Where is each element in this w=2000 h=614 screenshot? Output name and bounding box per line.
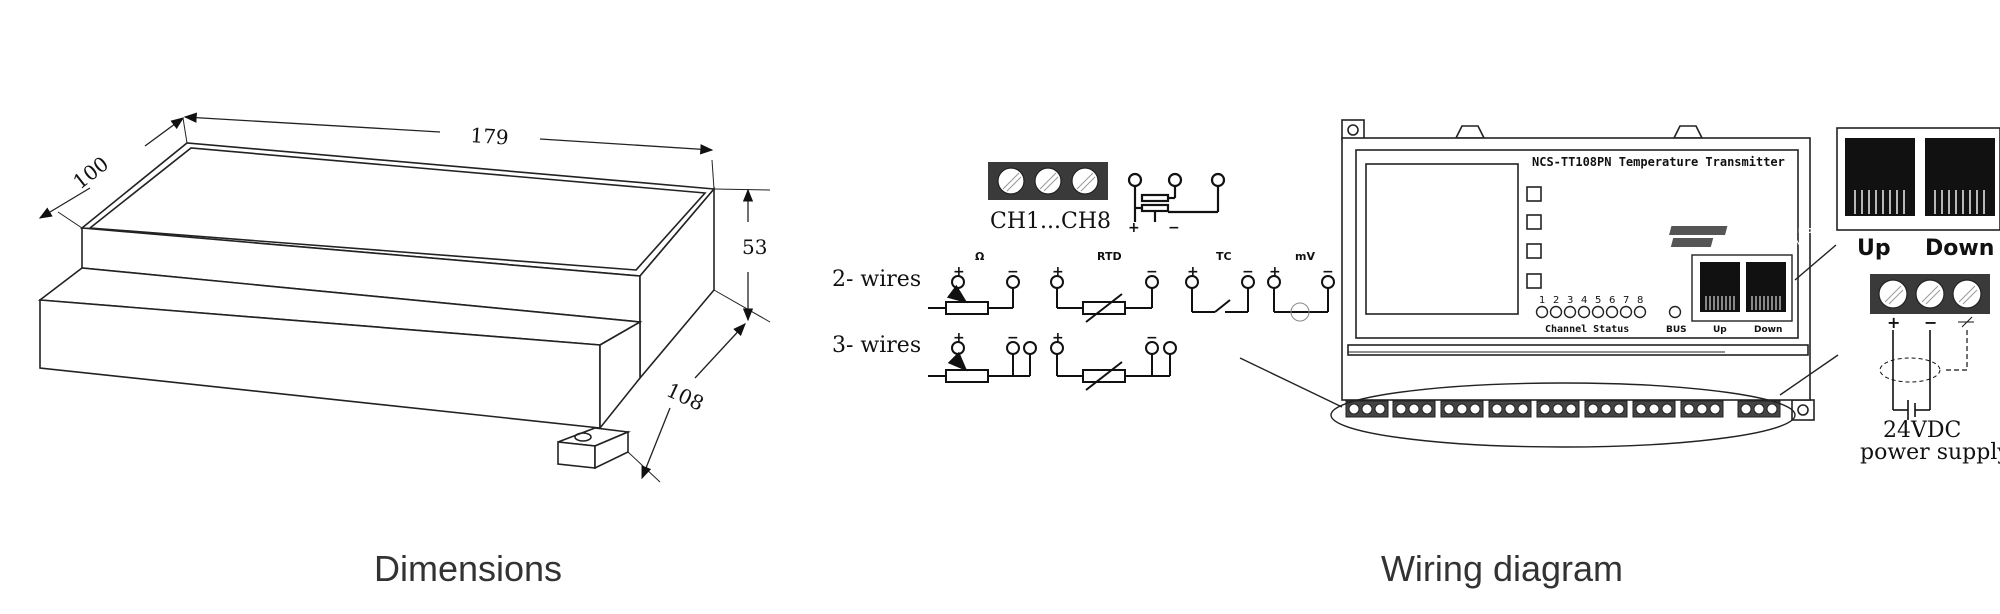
device-port-down-label: Down: [1754, 325, 1782, 335]
device-terminal-row: [1345, 400, 1781, 418]
zoom-port-down-label: Down: [1925, 236, 1994, 261]
channel-number: 3: [1567, 295, 1573, 306]
rtd3-minus: −: [1146, 330, 1158, 346]
device-port-up-label: Up: [1713, 325, 1727, 335]
mounting-tab-front: [557, 441, 596, 469]
zoom-port-up-label: Up: [1857, 236, 1891, 261]
power-terminal-block: [1870, 274, 1990, 314]
dim-width-label: 179: [470, 123, 510, 150]
power-supply-voltage: 24VDC: [1883, 418, 1961, 443]
two-wires-label: 2- wires: [832, 267, 921, 292]
rtd-minus: −: [1146, 264, 1158, 280]
device-port-down: [1746, 262, 1786, 312]
channel-terminal: [1584, 400, 1628, 418]
mv-plus: +: [1269, 264, 1281, 280]
channel-status-leds: [1535, 305, 1682, 319]
channel-number-labels: 1 2 3 4 5 6 7 8: [1539, 295, 1643, 306]
mounting-hole: [574, 432, 592, 442]
dimension-labels: 179 100 53 108: [68, 123, 767, 416]
connector-minus: −: [1168, 220, 1180, 236]
dim-line-length: [694, 323, 746, 379]
ohm3-plus: +: [953, 330, 965, 346]
power-supply-wiring: [1879, 316, 1974, 420]
terminal-highlight-ellipse: [1330, 382, 1796, 448]
power-terminal: [1737, 400, 1781, 418]
sensor-tc-header: TC: [1216, 250, 1232, 263]
terminal-connector-symbol: [1127, 172, 1226, 222]
transmitter-device: [1341, 119, 1815, 421]
channel-terminal: [1680, 400, 1724, 418]
ohm-plus: +: [953, 264, 965, 280]
three-wire-schematics: [928, 341, 1177, 391]
profinet-logo-line1: PROFI: [1790, 227, 1829, 235]
sensor-ohm-header: Ω: [975, 250, 985, 263]
enclosure-top-bezel: [87, 147, 707, 271]
tc-minus: −: [1242, 264, 1254, 280]
two-wire-schematics: [928, 275, 1335, 323]
ohm-minus: −: [1007, 264, 1019, 280]
zoomed-ethernet-ports: [1836, 127, 2000, 231]
device-port-up: [1700, 262, 1740, 312]
dim-line-depth: [144, 117, 185, 147]
enclosure-dimension-drawing: [37, 112, 771, 483]
device-ethernet-ports: [1691, 254, 1793, 322]
channel-number: 8: [1637, 295, 1643, 306]
dim-depth-label: 100: [68, 152, 113, 194]
channel-terminal: [1440, 400, 1484, 418]
channel-status-label: Channel Status: [1545, 324, 1629, 335]
rtd3-plus: +: [1052, 330, 1064, 346]
channel-terminal: [1632, 400, 1676, 418]
power-plus: +: [1887, 313, 1900, 332]
channel-number: 4: [1581, 295, 1587, 306]
tc-plus: +: [1187, 264, 1199, 280]
channel-number: 5: [1595, 295, 1601, 306]
sensor-mv-header: mV: [1295, 250, 1315, 263]
ohm3-minus: −: [1007, 330, 1019, 346]
channel-number: 7: [1623, 295, 1629, 306]
bus-led: [1668, 305, 1682, 319]
enclosure-lower-side: [599, 320, 641, 431]
rtd-plus: +: [1052, 264, 1064, 280]
dim-line-width: [183, 112, 441, 133]
connector-plus: +: [1128, 220, 1140, 236]
wiring-diagram-caption: Wiring diagram: [1380, 548, 1624, 589]
channel-terminal: [1392, 400, 1436, 418]
dimensions-caption: Dimensions: [373, 548, 563, 589]
channel-range-label: CH1...CH8: [990, 209, 1111, 234]
channel-terminal: [1536, 400, 1580, 418]
channel-terminal: [1345, 400, 1389, 418]
bus-label: BUS: [1666, 325, 1687, 335]
three-wires-label: 3- wires: [832, 333, 921, 358]
power-supply-label: power supply: [1860, 440, 2000, 465]
sensor-rtd-header: RTD: [1097, 250, 1122, 263]
power-minus: −: [1924, 313, 1937, 332]
channel-terminal-block: [988, 162, 1108, 200]
channel-number: 2: [1553, 295, 1559, 306]
profinet-logo-line2: NET: [1795, 239, 1819, 247]
channel-number: 1: [1539, 295, 1545, 306]
device-label-window: [1365, 163, 1519, 315]
device-title: NCS-TT108PN Temperature Transmitter: [1532, 155, 1785, 169]
dim-height-label: 53: [742, 235, 767, 259]
channel-number: 6: [1609, 295, 1615, 306]
mv-minus: −: [1322, 264, 1334, 280]
channel-terminal: [1488, 400, 1532, 418]
profinet-logo: PROFI NET: [1669, 226, 1829, 247]
